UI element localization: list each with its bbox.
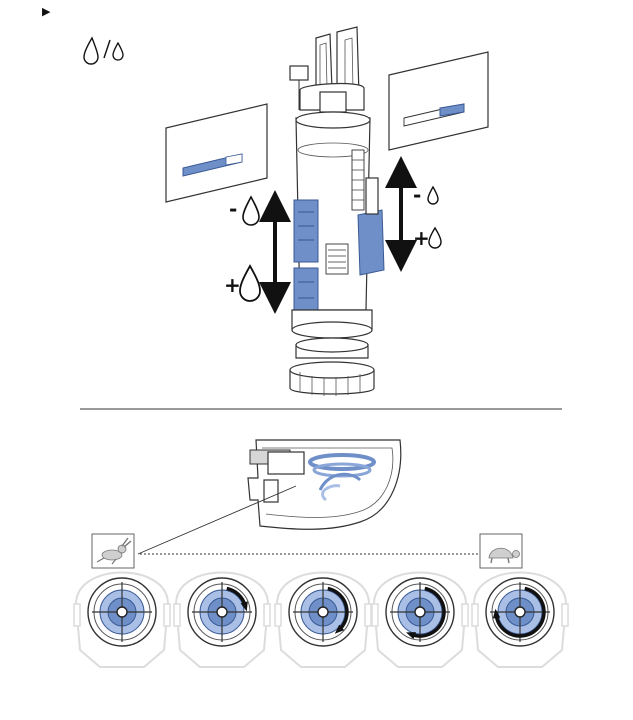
minus-sign-right: - bbox=[413, 183, 421, 207]
dial-hub bbox=[414, 606, 426, 618]
plus-sign-left: + bbox=[224, 273, 241, 297]
rabbit-icon bbox=[91, 533, 135, 569]
dial-side-tab bbox=[274, 603, 282, 627]
dial-side-tab bbox=[371, 603, 379, 627]
play-marker: ▶ bbox=[42, 5, 51, 18]
dial-hub bbox=[514, 606, 526, 618]
two-drops-icon bbox=[83, 36, 124, 65]
dial-arrow-head bbox=[240, 601, 248, 612]
dial-hub bbox=[116, 606, 128, 618]
dial-adjust-arc bbox=[327, 586, 349, 631]
flow-dial-1 bbox=[73, 571, 171, 668]
flow-dial-4 bbox=[371, 571, 469, 668]
water-drop-icon bbox=[242, 195, 260, 226]
flow-dial-2 bbox=[173, 571, 271, 668]
dial-side-tab bbox=[163, 603, 171, 627]
flow-dial-3 bbox=[274, 571, 372, 668]
dial-arrow-head bbox=[492, 608, 501, 619]
dial-side-tab bbox=[73, 603, 81, 627]
dial-side-tab bbox=[173, 603, 181, 627]
dial-side-tab bbox=[461, 603, 469, 627]
flow-dial-5 bbox=[471, 571, 569, 668]
small-water-drop-icon bbox=[427, 185, 439, 205]
dial-adjust-arc bbox=[411, 586, 446, 638]
dial-arrow-head bbox=[334, 624, 345, 634]
leader-line bbox=[137, 485, 297, 555]
flow-dial-row bbox=[73, 571, 569, 668]
flush-valve bbox=[289, 26, 385, 396]
dial-hub bbox=[317, 606, 329, 618]
water-drop-icon bbox=[239, 264, 261, 302]
dial-side-tab bbox=[561, 603, 569, 627]
dial-side-tab bbox=[263, 603, 271, 627]
minus-sign-left: - bbox=[229, 197, 237, 221]
small-water-drop-icon bbox=[428, 226, 442, 249]
flush-plate-right bbox=[388, 51, 489, 151]
dial-side-tab bbox=[471, 603, 479, 627]
dial-hub bbox=[216, 606, 228, 618]
dial-arrow-head bbox=[405, 632, 417, 640]
dial-adjust-arc bbox=[494, 586, 546, 638]
flush-plate-left bbox=[165, 103, 268, 203]
plus-sign-right: + bbox=[413, 226, 430, 250]
dial-side-tab bbox=[364, 603, 372, 627]
turtle-icon bbox=[479, 533, 523, 569]
toilet-bowl bbox=[247, 439, 402, 530]
